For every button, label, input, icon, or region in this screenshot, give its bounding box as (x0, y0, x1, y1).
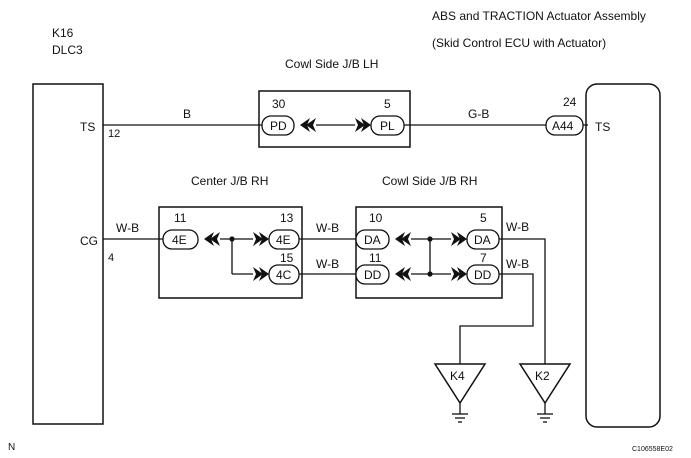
terminal-arrow (395, 232, 405, 246)
pin-13-4e: 13 (280, 211, 294, 225)
dlc3-pin-12: 12 (108, 128, 120, 140)
pin-5-da: 5 (480, 211, 487, 225)
pin-15-4c: 15 (280, 251, 294, 265)
connector-pl-label: PL (380, 119, 395, 133)
connector-da-out-label: DA (474, 233, 491, 247)
ground-k4-label: K4 (450, 369, 465, 383)
wire-color-wb-1: W-B (116, 221, 139, 235)
pin-11-4e: 11 (174, 211, 187, 225)
actuator-title: ABS and TRACTION Actuator Assembly (432, 9, 646, 23)
terminal-arrow (361, 118, 371, 132)
terminal-arrow (457, 232, 467, 246)
wire-to-ground-k4 (459, 273, 534, 364)
connector-pd-label: PD (270, 119, 287, 133)
connector-pd (261, 115, 295, 136)
terminal-arrow (253, 232, 263, 246)
connector-dd-in (355, 264, 390, 285)
pin-30: 30 (272, 97, 286, 111)
terminal-arrow (457, 267, 467, 281)
actuator-terminal-ts: TS (595, 120, 610, 134)
connector-4c-label: 4C (276, 268, 292, 282)
actuator-assembly-body (585, 83, 661, 428)
dlc3-connector-id: K16 (52, 26, 74, 40)
connector-4e-in-label: 4E (172, 233, 187, 247)
ground-k2-label: K2 (535, 369, 550, 383)
pin-10-da: 10 (369, 211, 383, 225)
connector-a44-label: A44 (552, 119, 574, 133)
connector-da-in-label: DA (364, 233, 381, 247)
terminal-arrow (355, 118, 365, 132)
wire-color-wb-4: W-B (506, 220, 529, 234)
cowl-side-jb-rh-box (355, 206, 503, 299)
pin-5: 5 (384, 97, 391, 111)
terminal-arrow (259, 267, 269, 281)
dlc3-pin-4: 4 (108, 252, 114, 264)
dlc3-terminal-ts: TS (80, 120, 95, 134)
cowl-side-jb-lh-label: Cowl Side J/B LH (285, 57, 378, 71)
connector-da-in (355, 229, 390, 250)
connector-4e-in (162, 229, 199, 250)
dlc3-name: DLC3 (52, 43, 83, 57)
terminal-arrow (451, 267, 461, 281)
wire-color-wb-3: W-B (316, 257, 339, 271)
pin-11-dd: 11 (369, 251, 382, 265)
terminal-arrow (300, 118, 310, 132)
terminal-arrow (395, 267, 405, 281)
connector-dd-in-label: DD (364, 268, 382, 282)
pin-7-dd: 7 (480, 251, 487, 265)
ground-k2-triangle (518, 363, 572, 405)
terminal-arrow (204, 232, 214, 246)
wire-color-wb-2: W-B (316, 221, 339, 235)
cowl-side-jb-rh-label: Cowl Side J/B RH (382, 174, 477, 188)
dlc3-terminal-cg: CG (80, 234, 98, 248)
wire-color-wb-5: W-B (506, 257, 529, 271)
terminal-arrow (451, 232, 461, 246)
wire-color-b: B (183, 107, 191, 121)
terminal-arrow (259, 232, 269, 246)
cowl-side-jb-lh-box (258, 90, 411, 148)
figure-code: C106558E02 (632, 446, 673, 453)
wire-to-ground-k2 (499, 238, 546, 364)
corner-mark: N (8, 442, 15, 453)
wire-color-gb: G-B (468, 107, 489, 121)
terminal-arrow (401, 232, 411, 246)
dlc3-connector-body (32, 83, 104, 425)
ground-k4-triangle (433, 363, 487, 405)
connector-dd-out-label: DD (474, 268, 492, 282)
connector-4e-out-label: 4E (276, 233, 291, 247)
actuator-pin-24: 24 (563, 95, 577, 109)
terminal-arrow (306, 118, 316, 132)
center-jb-rh-box (158, 206, 303, 299)
actuator-subtitle: (Skid Control ECU with Actuator) (432, 36, 606, 50)
center-jb-rh-label: Center J/B RH (191, 174, 268, 188)
terminal-arrow (401, 267, 411, 281)
terminal-arrow (210, 232, 220, 246)
terminal-arrow (253, 267, 263, 281)
